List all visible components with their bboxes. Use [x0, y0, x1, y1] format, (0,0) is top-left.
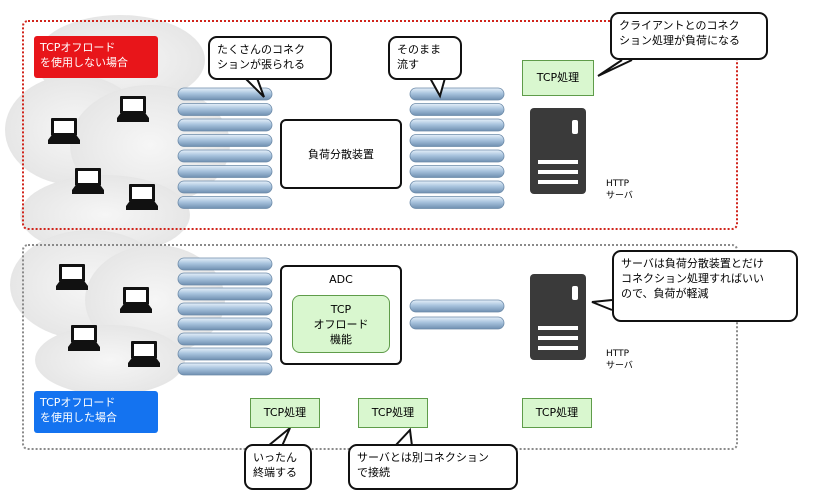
connection-pipe	[409, 196, 505, 209]
server-icon	[530, 108, 586, 194]
label-with-offload: TCPオフロード を使用した場合	[34, 391, 158, 433]
callout-pass-through: そのまま 流す	[388, 36, 462, 80]
connection-pipe	[409, 149, 505, 163]
tcp-processing-box: TCP処理	[522, 60, 594, 96]
callout-server-reduced-load: サーバは負荷分散装置とだけ コネクション処理すればいい ので、負荷が軽減	[612, 250, 798, 322]
callout-tails	[244, 59, 633, 447]
connection-pipe	[409, 103, 505, 116]
load-balancer-box: 負荷分散装置	[280, 119, 402, 189]
callout-terminate: いったん 終端する	[244, 444, 312, 490]
connection-pipe	[177, 302, 273, 316]
label-line: TCPオフロード	[40, 396, 116, 409]
callout-line: クライアントとのコネク	[619, 19, 740, 32]
callout-line: 終端する	[253, 466, 297, 479]
callout-line: ションが張られる	[217, 58, 305, 71]
callout-line: サーバは負荷分散装置とだけ	[621, 257, 764, 270]
connection-pipe	[409, 180, 505, 194]
laptop-icon	[72, 168, 104, 194]
laptop-icon	[120, 287, 152, 313]
server-label-line: サーバ	[606, 361, 633, 371]
connection-pipe	[177, 287, 273, 301]
connection-pipes-bottom-left	[177, 257, 273, 376]
callout-line: コネクション処理すればいい	[621, 272, 764, 285]
adc-inner-line: TCP	[330, 302, 352, 316]
laptop-icon	[48, 118, 80, 144]
connection-pipe	[409, 299, 505, 313]
laptop-icon	[128, 341, 160, 367]
server-label-line: サーバ	[606, 191, 633, 201]
connection-pipe	[177, 180, 273, 194]
laptop-icon	[126, 184, 158, 210]
adc-title: ADC	[329, 273, 353, 286]
connection-pipe	[409, 316, 505, 330]
connection-pipe	[177, 272, 273, 286]
connection-pipes-top-left	[177, 87, 273, 209]
connection-pipe	[177, 149, 273, 163]
adc-inner-line: オフロード	[313, 317, 369, 331]
laptop-icon	[68, 325, 100, 351]
label-line: を使用した場合	[40, 411, 117, 424]
panel-without-offload	[22, 20, 738, 230]
tcp-offload-function: TCP オフロード 機能	[292, 295, 390, 353]
label-without-offload: TCPオフロード を使用しない場合	[34, 36, 158, 78]
tcp-processing-box: TCP処理	[250, 398, 320, 428]
tcp-processing-label: TCP処理	[536, 71, 580, 84]
callout-separate-connection: サーバとは別コネクション で接続	[348, 444, 518, 490]
connection-pipes-bottom-right	[409, 299, 505, 330]
adc-box: ADC TCP オフロード 機能	[280, 265, 402, 365]
callout-line: ので、負荷が軽減	[621, 287, 709, 300]
server-label-top: HTTP サーバ	[606, 178, 633, 202]
connection-pipe	[409, 118, 505, 132]
adc-inner-line: 機能	[330, 332, 352, 346]
callout-line: そのまま	[397, 43, 441, 56]
connection-pipe	[177, 317, 273, 331]
laptop-icon	[56, 264, 88, 290]
tcp-processing-box: TCP処理	[522, 398, 592, 428]
callout-many-connections: たくさんのコネク ションが張られる	[208, 36, 332, 80]
callout-server-load: クライアントとのコネク ション処理が負荷になる	[610, 12, 768, 60]
laptop-icon	[117, 96, 149, 122]
callout-line: サーバとは別コネクション	[357, 451, 489, 464]
connection-pipe	[177, 103, 273, 116]
connection-pipe	[409, 134, 505, 147]
clients-top	[48, 96, 158, 210]
connection-pipe	[177, 87, 273, 101]
connection-pipe	[177, 347, 273, 361]
label-line: を使用しない場合	[40, 56, 128, 69]
clients-bottom	[56, 264, 160, 367]
server-label-line: HTTP	[606, 349, 630, 359]
callout-line: 流す	[397, 58, 419, 71]
label-line: TCPオフロード	[40, 41, 116, 54]
connection-pipe	[177, 134, 273, 147]
connection-pipe	[177, 257, 273, 271]
tcp-processing-label: TCP処理	[263, 406, 307, 419]
connection-pipes-top-right	[409, 87, 505, 209]
callout-line: ション処理が負荷になる	[619, 34, 740, 47]
callout-line: で接続	[357, 466, 390, 479]
callout-line: たくさんのコネク	[217, 43, 305, 56]
tcp-processing-label: TCP処理	[371, 406, 415, 419]
connection-pipe	[177, 362, 273, 376]
server-label-line: HTTP	[606, 179, 630, 189]
server-icon	[530, 274, 586, 360]
connection-pipe	[177, 118, 273, 132]
tcp-processing-label: TCP処理	[535, 406, 579, 419]
connection-pipe	[409, 87, 505, 101]
tcp-processing-box: TCP処理	[358, 398, 428, 428]
connection-pipe	[409, 165, 505, 178]
load-balancer-label: 負荷分散装置	[308, 148, 374, 161]
callout-line: いったん	[253, 451, 297, 464]
connection-pipe	[177, 332, 273, 346]
connection-pipe	[177, 165, 273, 178]
server-label-bottom: HTTP サーバ	[606, 348, 633, 372]
connection-pipe	[177, 196, 273, 209]
